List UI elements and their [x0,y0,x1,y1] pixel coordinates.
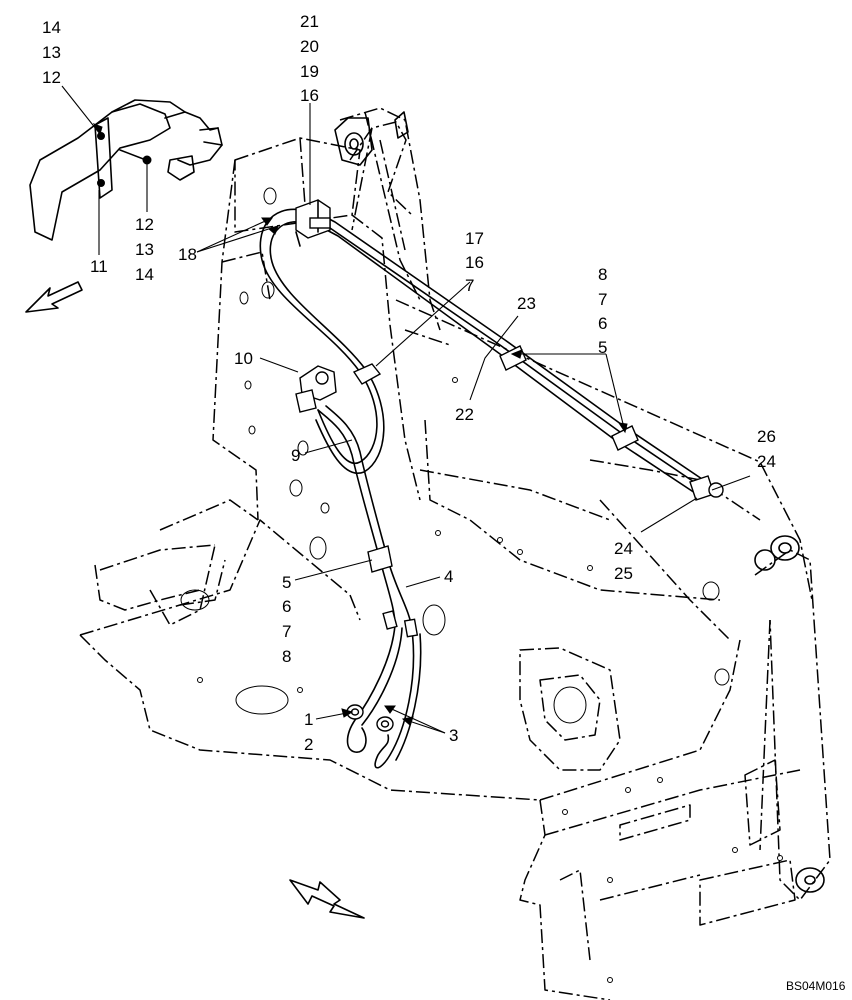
callout-18: 18 [178,245,197,264]
callout-23: 23 [517,294,536,313]
coupler-bracket-detail [29,99,223,241]
callout-6: 6 [282,597,291,616]
callout-19: 19 [300,62,319,81]
callout-16: 16 [300,86,319,105]
callout-21: 21 [300,12,319,31]
callout-26: 26 [757,427,776,446]
callout-7: 7 [598,290,607,309]
callout-7: 7 [465,276,474,295]
callout-16: 16 [465,253,484,272]
leader-lines [61,85,751,734]
callout-2: 2 [304,735,313,754]
callout-14: 14 [135,265,154,284]
callout-5: 5 [282,573,291,592]
callout-20: 20 [300,37,319,56]
callout-5: 5 [598,338,607,357]
callout-labels: 14 13 12 12 13 14 11 21 20 19 16 18 17 1… [42,12,846,993]
direction-arrows [25,281,365,919]
callout-24: 24 [757,452,776,471]
lift-arm-pivots [334,111,825,893]
callout-9: 9 [291,446,300,465]
frame-holes [180,187,783,983]
callout-3: 3 [449,726,458,745]
callout-13: 13 [135,240,154,259]
callout-8: 8 [598,265,607,284]
callout-4: 4 [444,567,453,586]
callout-25: 25 [614,564,633,583]
callout-17: 17 [465,229,484,248]
callout-13: 13 [42,43,61,62]
forward-arrow-lower-icon [289,879,365,919]
forward-arrow-upper-icon [25,281,83,313]
callout-11: 11 [90,257,108,276]
callout-14: 14 [42,18,61,37]
callout-22: 22 [455,405,474,424]
tube-clamps [295,199,724,732]
callout-10: 10 [234,349,253,368]
callout-12: 12 [135,215,154,234]
callout-12: 12 [42,68,61,87]
callout-7: 7 [282,622,291,641]
callout-1: 1 [304,710,313,729]
callout-8: 8 [282,647,291,666]
callout-6: 6 [598,314,607,333]
hydraulic-lines [259,205,706,769]
callout-24: 24 [614,539,633,558]
machine-frame [79,107,831,1000]
figure-code: BS04M016 [786,979,846,993]
